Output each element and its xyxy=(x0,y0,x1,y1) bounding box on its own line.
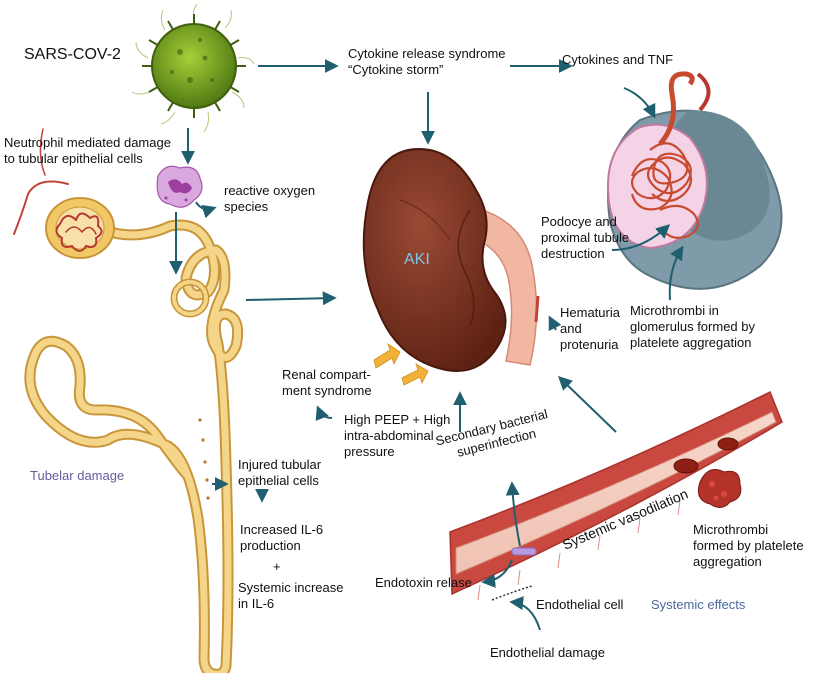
arrow-endotoxin-to-label xyxy=(481,559,513,588)
virus-icon xyxy=(131,3,255,133)
arrow-podocyte-to-glomerulus xyxy=(611,224,671,251)
renal-compartment-label: Renal compart- ment syndrome xyxy=(282,367,372,399)
microthrombi-glomerulus-line3: platelete aggregation xyxy=(630,335,752,350)
kidney-icon xyxy=(362,148,540,386)
hematuria-line3: protenuria xyxy=(560,337,619,352)
cytokine-release-line2: “Cytokine storm” xyxy=(348,62,444,77)
aki-label: AKI xyxy=(404,251,430,268)
neutrophil-damage-label: Neutrophil mediated damage to tubular ep… xyxy=(4,135,171,167)
blood-vessel-icon xyxy=(449,390,783,601)
neutrophil-damage-line2: to tubular epithelial cells xyxy=(4,151,143,166)
arrow-endotoxin-to-secondary xyxy=(505,481,521,547)
hematuria-line2: and xyxy=(560,321,582,336)
microthrombi-platelet-line2: formed by platelete xyxy=(693,538,804,553)
il6-production-line2: production xyxy=(240,538,301,553)
hematuria-label: Hematuria and protenuria xyxy=(560,305,620,353)
peep-label: High PEEP + High intra-abdominal pressur… xyxy=(344,412,450,460)
endothelial-damage-label: Endothelial damage xyxy=(490,645,605,660)
microthrombi-glomerulus-line2: glomerulus formed by xyxy=(630,319,755,334)
nephron-tubule-icon xyxy=(13,128,244,673)
plus-sign: + xyxy=(273,559,281,574)
microthrombi-platelet-line3: aggregation xyxy=(693,554,762,569)
endotoxin-label: Endotoxin relase xyxy=(375,575,472,590)
peep-line3: pressure xyxy=(344,444,395,459)
podocyte-line2: proximal tubule xyxy=(541,230,630,245)
arrow-peep-to-renal xyxy=(315,405,333,421)
peep-line2: intra-abdominal xyxy=(344,428,434,443)
arrow-tubule-to-kidney xyxy=(245,291,337,306)
reactive-oxygen-label: reactive oxygen species xyxy=(224,183,315,215)
hematuria-line1: Hematuria xyxy=(560,305,620,320)
neutrophil-icon xyxy=(156,165,203,208)
injured-tubular-line2: epithelial cells xyxy=(238,473,319,488)
systemic-il6-line2: in IL-6 xyxy=(238,596,275,611)
arrow-microthrombi-to-glomerulus xyxy=(668,245,684,301)
renal-compartment-line1: Renal compart- xyxy=(282,367,371,382)
systemic-il6-label: Systemic increase in IL-6 xyxy=(238,580,343,612)
reactive-oxygen-line1: reactive oxygen xyxy=(224,183,316,198)
cytokines-tnf-label: Cytokines and TNF xyxy=(562,52,674,67)
arrow-tnf-to-glomerulus xyxy=(623,87,656,119)
arrow-endothelial-damage xyxy=(509,596,541,631)
injured-tubular-line1: Injured tubular xyxy=(238,457,322,472)
glomerulus-icon xyxy=(606,71,783,290)
microthrombi-platelet-line1: Microthrombi xyxy=(693,522,769,537)
systemic-il6-line1: Systemic increase xyxy=(238,580,344,595)
virus-label: SARS-COV-2 xyxy=(24,46,121,63)
cytokine-release-line1: Cytokine release syndrome xyxy=(348,46,506,61)
neutrophil-damage-line1: Neutrophil mediated damage xyxy=(4,135,171,150)
systemic-effects-label: Systemic effects xyxy=(651,597,746,612)
peep-line1: High PEEP + High xyxy=(344,412,451,427)
endothelial-cell-label: Endothelial cell xyxy=(536,597,624,612)
arrow-systemic-to-kidney xyxy=(557,376,617,433)
microthrombi-glomerulus-label: Microthrombi in glomerulus formed by pla… xyxy=(630,303,755,351)
arrows xyxy=(169,59,684,631)
microthrombi-platelet-label: Microthrombi formed by platelete aggrega… xyxy=(693,522,804,570)
cytokine-release-label: Cytokine release syndrome “Cytokine stor… xyxy=(348,46,506,78)
podocyte-label: Podocye and proximal tubule destruction xyxy=(541,214,629,262)
microthrombi-glomerulus-line1: Microthrombi in xyxy=(630,303,719,318)
arrow-neutrophil-to-ros xyxy=(195,201,217,219)
il6-production-label: Increased IL-6 production xyxy=(240,522,323,554)
reactive-oxygen-line2: species xyxy=(224,199,269,214)
arrow-hematuria-to-ureter xyxy=(548,315,562,332)
renal-compartment-line2: ment syndrome xyxy=(282,383,372,398)
podocyte-line3: destruction xyxy=(541,246,605,261)
podocyte-line1: Podocye and xyxy=(541,214,617,229)
tubular-damage-label: Tubelar damage xyxy=(30,468,125,483)
il6-production-line1: Increased IL-6 xyxy=(240,522,324,537)
injured-tubular-label: Injured tubular epithelial cells xyxy=(238,457,321,489)
